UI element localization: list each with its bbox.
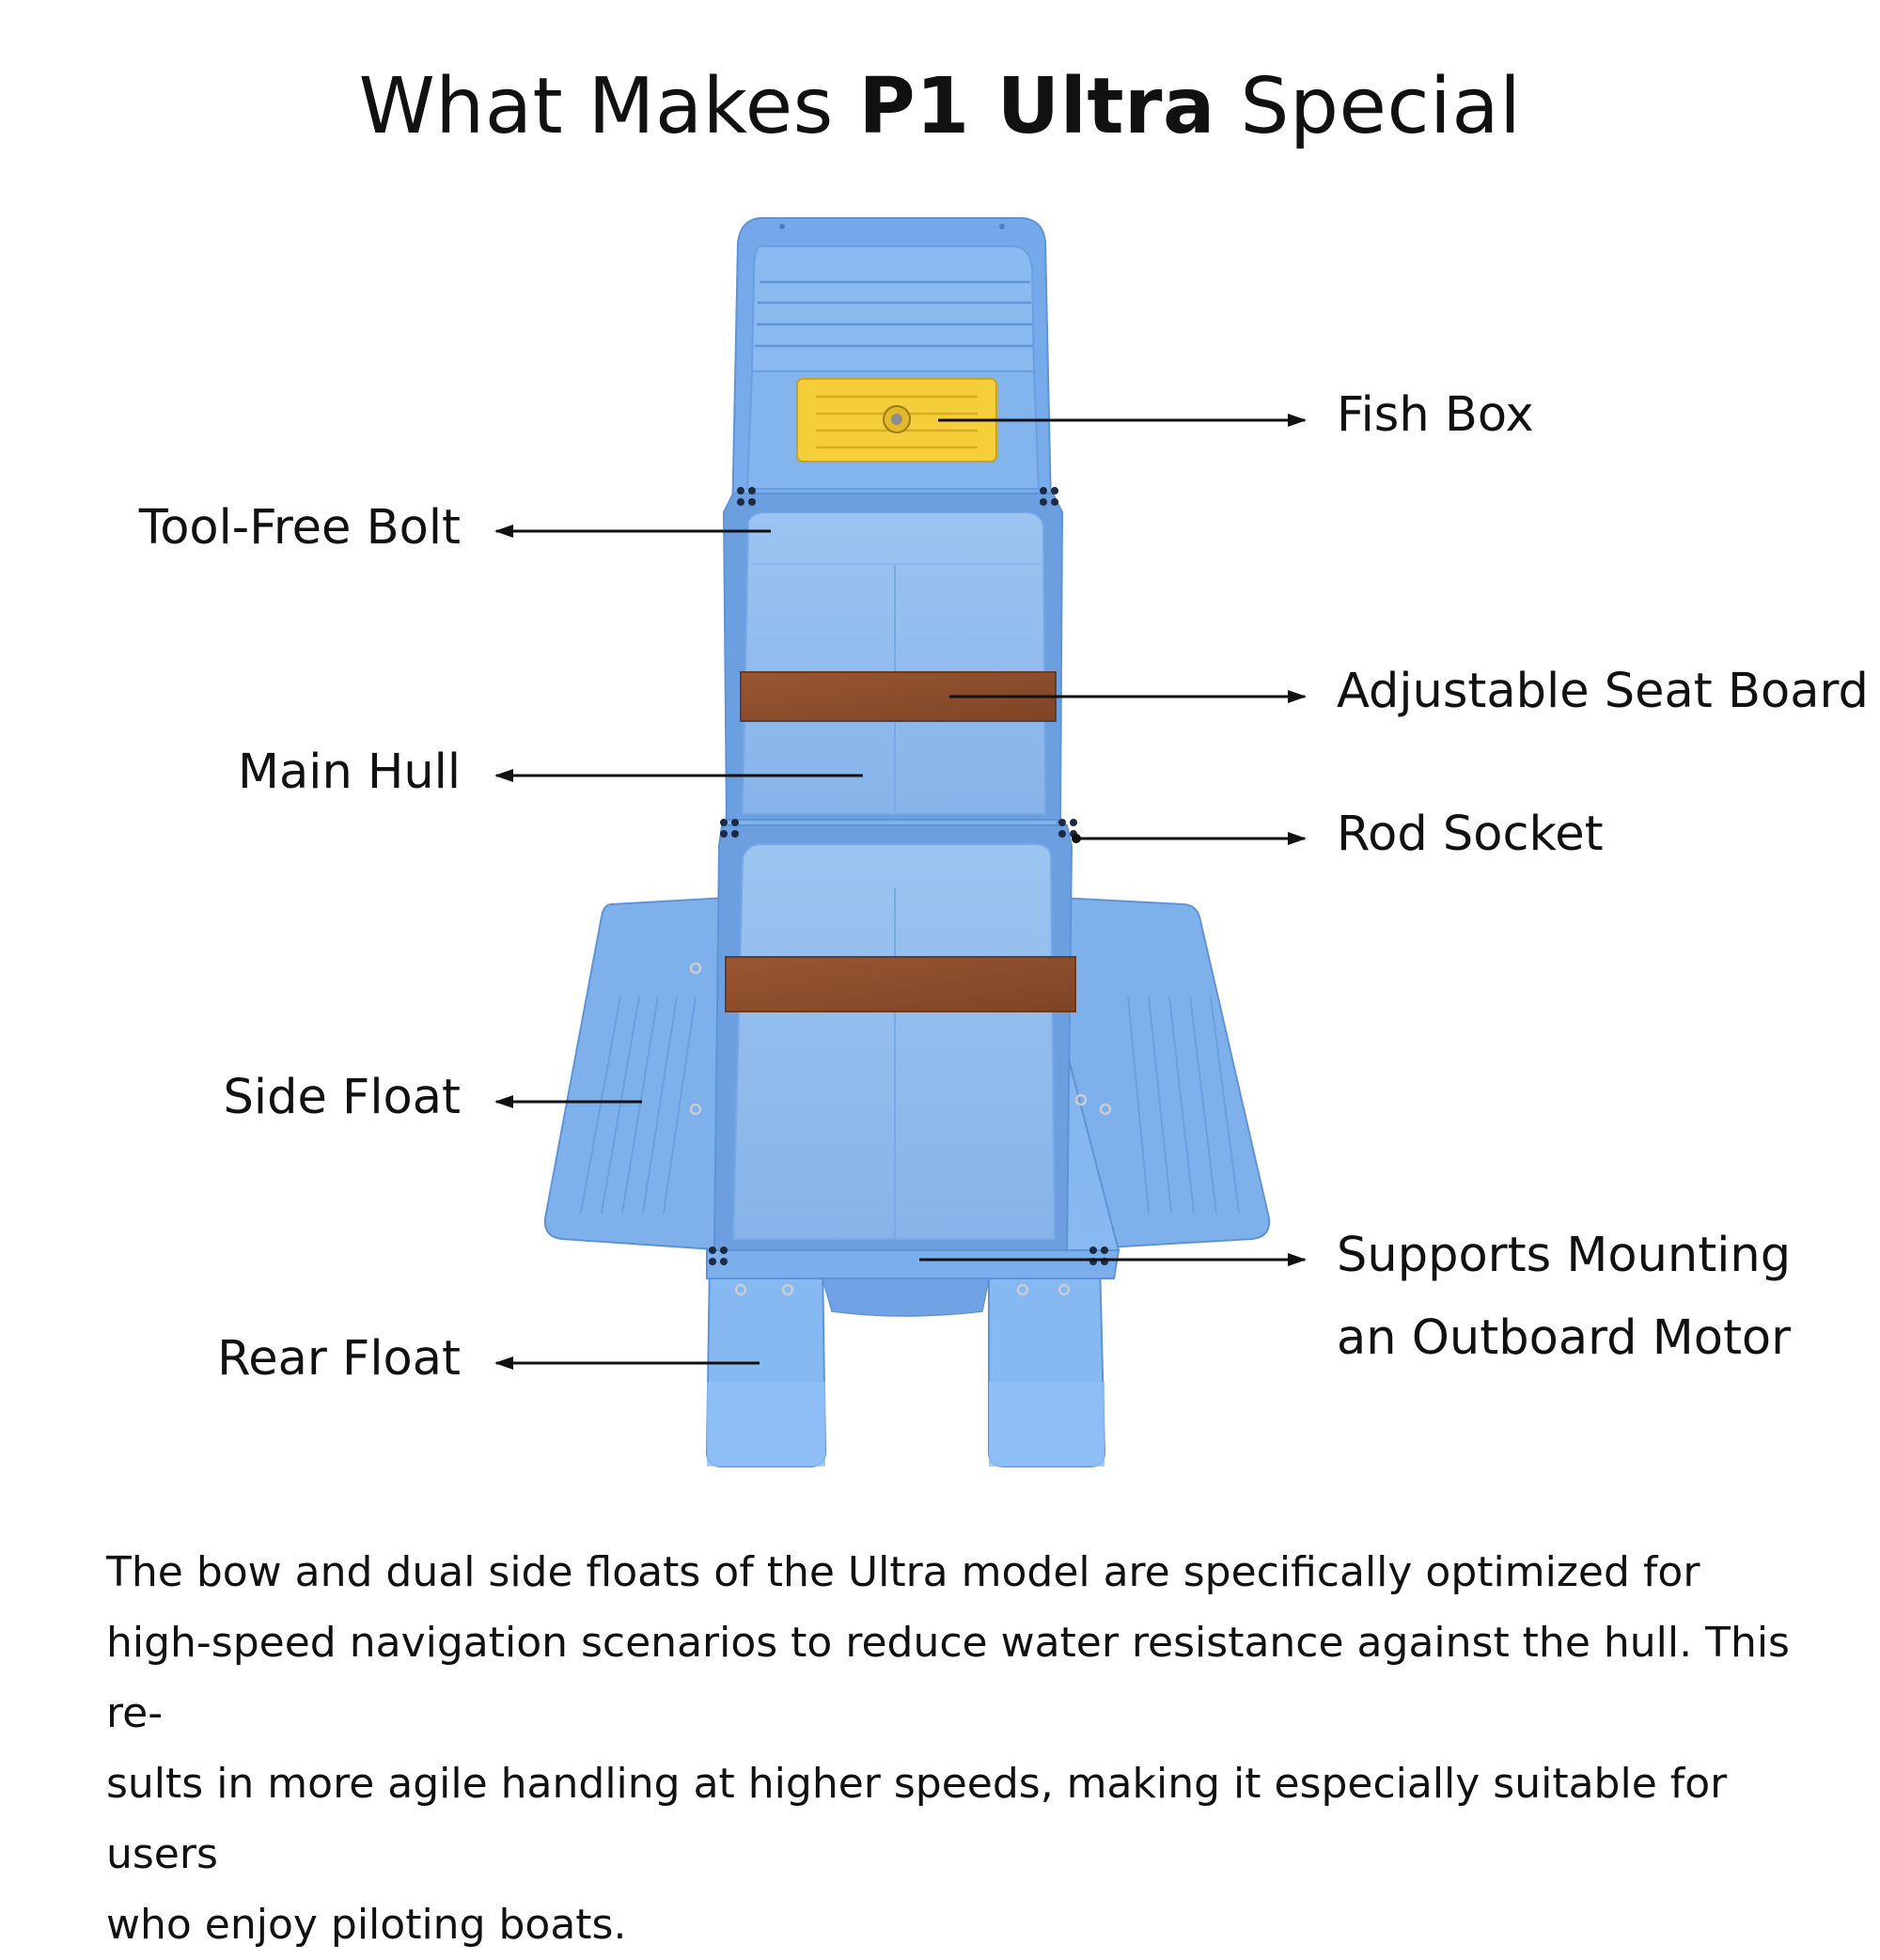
- fish-box: [796, 378, 997, 463]
- description-line: high-speed navigation scenarios to reduc…: [106, 1619, 1790, 1737]
- front-cockpit: [722, 493, 1064, 821]
- label-main-hull: Main Hull: [238, 745, 461, 800]
- label-outboard-line2: an Outboard Motor: [1337, 1310, 1792, 1366]
- description-line: who enjoy piloting boats.: [106, 1901, 627, 1949]
- rear-float-left: [705, 1259, 827, 1467]
- label-rear-float: Rear Float: [217, 1331, 461, 1387]
- title-prefix: What Makes: [358, 62, 859, 151]
- label-tool-free-bolt: Tool-Free Bolt: [138, 500, 461, 556]
- label-rod-socket: Rod Socket: [1337, 807, 1604, 862]
- label-outboard-line1: Supports Mounting: [1337, 1228, 1792, 1283]
- side-float-right: [1057, 896, 1271, 1252]
- description-line: sults in more agile handling at higher s…: [106, 1760, 1728, 1878]
- side-float-left: [543, 896, 729, 1252]
- cleat-rings: [689, 962, 1112, 1296]
- description: The bow and dual side floats of the Ultr…: [106, 1537, 1798, 1960]
- boat-diagram: [494, 217, 1307, 1467]
- rod-socket-dot: [1072, 834, 1081, 843]
- description-line: The bow and dual side floats of the Ultr…: [106, 1548, 1700, 1596]
- rear-float-right: [988, 1259, 1106, 1467]
- seat-board-rear: [725, 956, 1076, 1012]
- rear-cockpit: [713, 824, 1073, 1251]
- label-fish-box: Fish Box: [1337, 387, 1534, 443]
- leader-lines: [494, 414, 1307, 1370]
- title-bold: P1 Ultra: [858, 62, 1215, 151]
- page-title: What Makes P1 Ultra Special: [0, 62, 1880, 151]
- label-seat-board: Adjustable Seat Board: [1337, 664, 1869, 719]
- label-side-float: Side Float: [223, 1070, 461, 1125]
- title-suffix: Special: [1214, 62, 1522, 151]
